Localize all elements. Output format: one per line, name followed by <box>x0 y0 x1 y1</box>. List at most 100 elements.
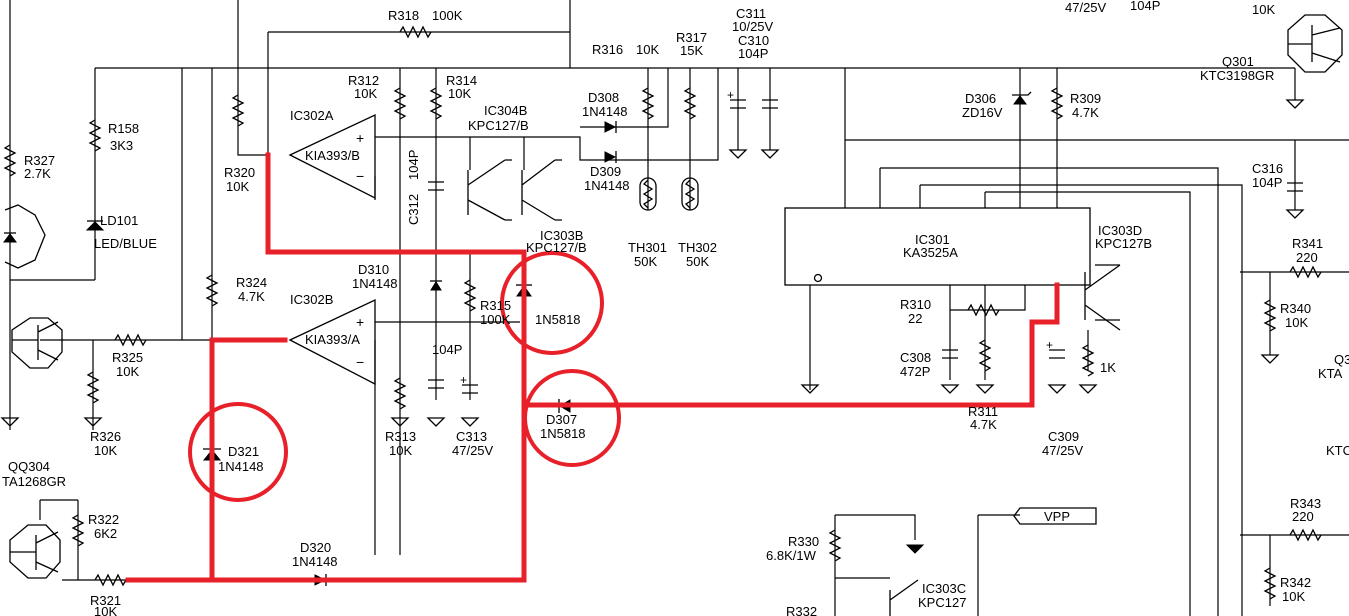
label-c313: C313 <box>456 429 487 444</box>
resistor-r158 <box>88 119 102 152</box>
label-r309: R309 <box>1070 91 1101 106</box>
value-d306: ZD16V <box>962 105 1003 120</box>
label-r316: R316 <box>592 42 623 57</box>
value-r320: 10K <box>226 179 249 194</box>
value-r341: 220 <box>1296 250 1318 265</box>
label-ic303b: IC303B <box>540 228 583 243</box>
label-c104p: 104P <box>432 342 462 357</box>
value-r321: 10K <box>94 604 117 616</box>
highlighted-fault-path <box>125 152 1060 583</box>
label-r321: R321 <box>90 593 121 608</box>
label-d307: D307 <box>546 412 577 427</box>
value-th302: 50K <box>686 254 709 269</box>
label-r332: R332 <box>786 604 817 616</box>
label-ic302b: IC302B <box>290 292 333 307</box>
value-th301: 50K <box>634 254 657 269</box>
label-th302: TH302 <box>678 240 717 255</box>
ic301-box <box>784 207 1091 286</box>
value-r309: 4.7K <box>1072 105 1099 120</box>
label-c308: C308 <box>900 350 931 365</box>
value-ic303b: KPC127/B <box>526 240 587 255</box>
resistor-r310b <box>978 339 992 372</box>
resistor-r317 <box>683 87 697 120</box>
label-th301: TH301 <box>628 240 667 255</box>
value-r317: 15K <box>680 43 703 58</box>
value-ic302b: KIA393/A <box>305 332 360 347</box>
label-c310: C310 <box>738 33 769 48</box>
label-d308: D308 <box>588 90 619 105</box>
label-c311: C311 <box>736 6 766 21</box>
label-r320: R320 <box>224 165 255 180</box>
value-r343: 220 <box>1292 509 1314 524</box>
vpp-tag <box>1013 507 1097 525</box>
value-d320: 1N4148 <box>292 554 338 569</box>
highlight-circle-1n5818 <box>500 251 604 355</box>
value-c308: 472P <box>900 364 930 379</box>
label-r1k: 1K <box>1100 360 1116 375</box>
value-d321: 1N4148 <box>218 459 264 474</box>
resistors <box>3 25 1322 600</box>
label-r324: R324 <box>236 275 267 290</box>
label-1n5818-upper: 1N5818 <box>535 312 581 327</box>
value-r312: 10K <box>354 86 377 101</box>
value-r158: 3K3 <box>110 138 133 153</box>
value-r325: 10K <box>116 364 139 379</box>
label-r325: R325 <box>112 350 143 365</box>
value-r324: 4.7K <box>238 289 265 304</box>
label-r341: R341 <box>1292 236 1323 251</box>
value-r315: 100K <box>480 312 511 327</box>
label-r330: R330 <box>788 534 819 549</box>
label-ld101: LD101 <box>100 213 138 228</box>
value-r326: 10K <box>94 443 117 458</box>
resistor-r321 <box>94 573 127 587</box>
resistor-r312 <box>393 87 407 120</box>
label-kta-trunc: KTA <box>1318 366 1343 381</box>
label-top3: 10K <box>1252 2 1275 17</box>
value-c310: 104P <box>738 46 768 61</box>
label-q301: Q301 <box>1222 54 1254 69</box>
label-ic301: IC301 <box>915 232 950 247</box>
label-r315: R315 <box>480 298 511 313</box>
label-c316: C316 <box>1252 161 1283 176</box>
value-r313: 10K <box>389 443 412 458</box>
resistor-r315 <box>463 279 477 312</box>
label-r310: R310 <box>900 297 931 312</box>
label-r158: R158 <box>108 121 139 136</box>
value-r316: 10K <box>636 42 659 57</box>
label-r312: R312 <box>348 73 379 88</box>
value-ic302a: KIA393/B <box>305 148 360 163</box>
resistor-r316 <box>641 87 655 120</box>
resistor-r327 <box>3 144 17 177</box>
resistor-r341 <box>1289 265 1322 279</box>
label-ic303d: IC303D <box>1098 223 1142 238</box>
value-d309: 1N4148 <box>584 178 630 193</box>
value-ic303c: KPC127 <box>918 595 966 610</box>
label-r322: R322 <box>88 512 119 527</box>
label-d321: D321 <box>228 444 259 459</box>
resistor-r322 <box>71 514 85 547</box>
value-ld101: LED/BLUE <box>94 236 157 251</box>
label-r313: R313 <box>385 429 416 444</box>
label-ic304b: IC304B <box>484 103 527 118</box>
highlight-circle-d321 <box>188 402 288 502</box>
value-r327: 2.7K <box>24 166 51 181</box>
value-r330: 6.8K/1W <box>766 548 817 563</box>
svg-text:+: + <box>356 130 364 146</box>
label-ic302a: IC302A <box>290 108 334 123</box>
resistor-r318 <box>399 25 432 39</box>
transistors <box>4 14 1343 616</box>
value-d307: 1N5818 <box>540 426 586 441</box>
svg-text:+: + <box>460 373 467 387</box>
resistor-r324 <box>205 274 219 307</box>
label-r327: R327 <box>24 153 55 168</box>
resistor-r343 <box>1289 528 1322 542</box>
resistor-r314 <box>429 87 443 120</box>
value-d310: 1N4148 <box>352 276 398 291</box>
label-r326: R326 <box>90 429 121 444</box>
value-r322: 6K2 <box>94 526 117 541</box>
label-r314: R314 <box>446 73 477 88</box>
label-ic303c: IC303C <box>922 581 966 596</box>
value-c311: 10/25V <box>732 19 774 34</box>
